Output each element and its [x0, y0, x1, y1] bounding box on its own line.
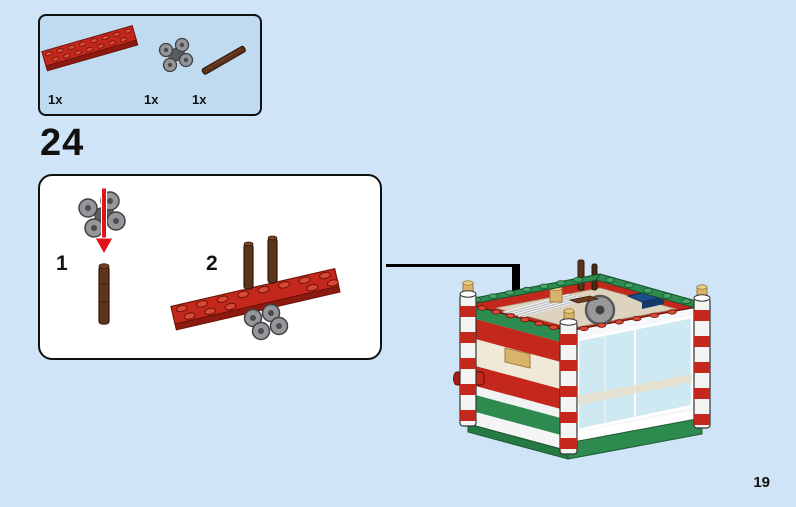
- brown-bar-graphic: [243, 235, 278, 290]
- substep-1-graphic: [78, 188, 126, 325]
- red-arrow-icon: [94, 188, 114, 256]
- pin-connector-graphic: [243, 303, 289, 341]
- down-arrow-icon: [512, 264, 520, 296]
- corner-column-front: [559, 308, 578, 455]
- corner-column-right: [693, 284, 711, 429]
- parts-graphics: [41, 25, 246, 75]
- model-left-face: [467, 303, 569, 452]
- part-qty-label: 1x: [192, 92, 207, 107]
- connector-line: [386, 264, 517, 267]
- lego-model-graphic: [453, 259, 711, 460]
- corner-column-left: [459, 280, 477, 427]
- part-red-plate-icon: [41, 25, 139, 72]
- part-brown-bar-icon: [201, 45, 246, 75]
- substep-2-label: 2: [206, 252, 218, 275]
- substep-2-graphic: [170, 235, 341, 341]
- assembly-callout-box: 1 2: [38, 174, 382, 360]
- part-qty-label: 1x: [144, 92, 159, 107]
- part-qty-label: 1x: [48, 92, 63, 107]
- parts-callout-box: 1x 1x 1x: [38, 14, 262, 116]
- step-number: 24: [40, 122, 85, 164]
- part-pin-connector-icon: [158, 37, 194, 73]
- brown-bar-graphic: [98, 263, 110, 325]
- red-plate-graphic: [170, 267, 341, 331]
- page-number: 19: [753, 474, 770, 491]
- substep-1-label: 1: [56, 252, 68, 275]
- model-top-face: [462, 259, 703, 332]
